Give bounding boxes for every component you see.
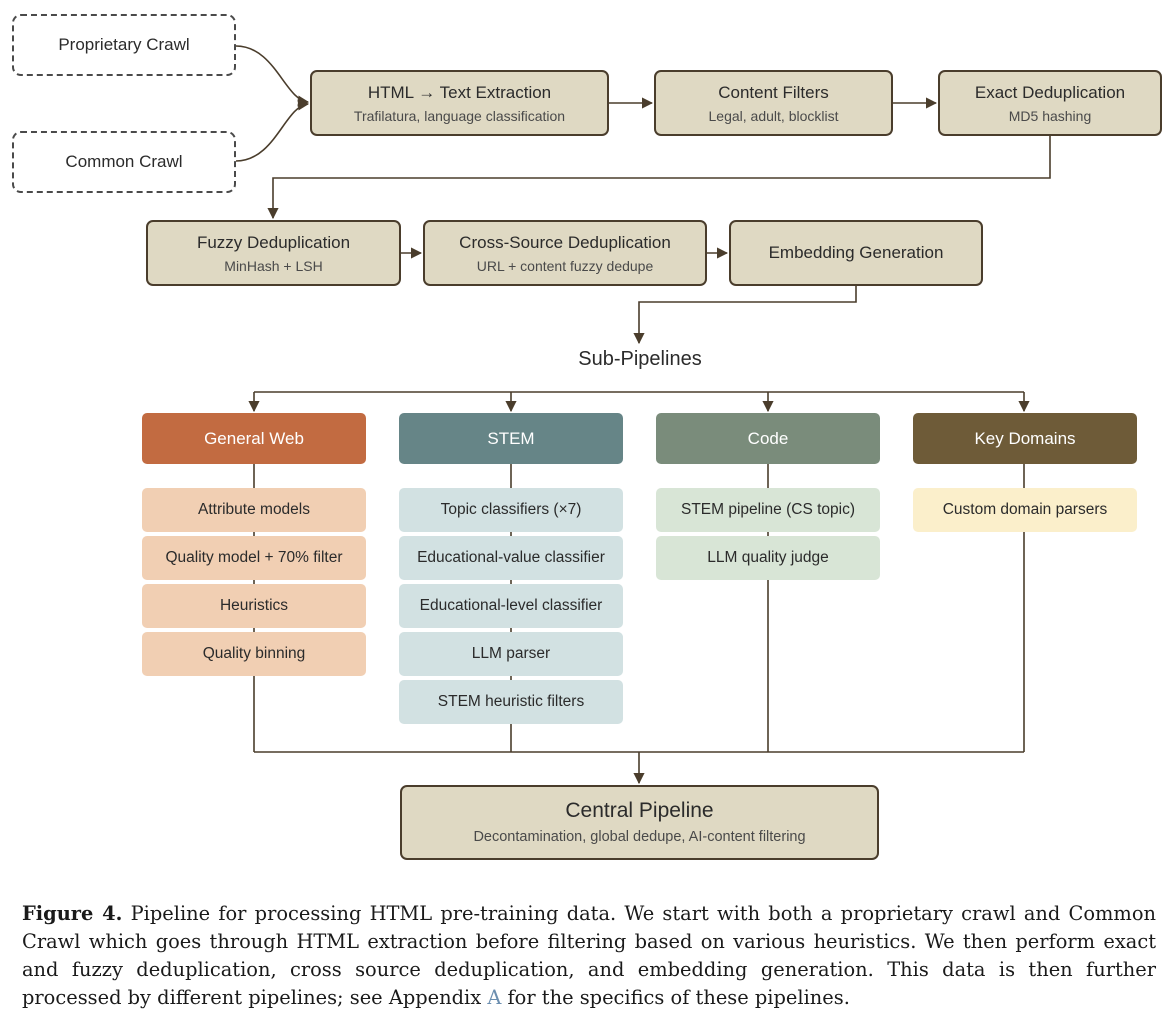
stem-item: STEM heuristic filters xyxy=(399,680,623,724)
stage-subtitle: MinHash + LSH xyxy=(224,257,323,274)
sub-pipelines-label: Sub-Pipelines xyxy=(578,348,702,370)
connector-common-to-extraction xyxy=(235,99,310,162)
code-item: STEM pipeline (CS topic) xyxy=(656,488,880,532)
general-web-item: Quality binning xyxy=(142,632,366,676)
general-web-item: Attribute models xyxy=(142,488,366,532)
stage-title: Cross-Source Deduplication xyxy=(459,232,671,252)
central-title: Central Pipeline xyxy=(565,798,714,822)
central-pipeline: Central Pipeline Decontamination, global… xyxy=(400,785,879,860)
source-proprietary-crawl: Proprietary Crawl xyxy=(12,14,236,76)
stage-title: HTML → Text Extraction xyxy=(367,82,552,102)
stage-title: Fuzzy Deduplication xyxy=(196,232,351,252)
stage-cross-source-deduplication: Cross-Source Deduplication URL + content… xyxy=(423,220,707,286)
figure-caption: Figure 4. Pipeline for processing HTML p… xyxy=(22,900,1156,1012)
caption-text: Pipeline for processing HTML pre-trainin… xyxy=(22,902,1156,1009)
general-web-item: Heuristics xyxy=(142,584,366,628)
code-item: LLM quality judge xyxy=(656,536,880,580)
stage-exact-deduplication: Exact Deduplication MD5 hashing xyxy=(938,70,1162,136)
stem-item: Educational-level classifier xyxy=(399,584,623,628)
header-key-domains: Key Domains xyxy=(913,413,1137,464)
key-domains-item: Custom domain parsers xyxy=(913,488,1137,532)
stage-fuzzy-deduplication: Fuzzy Deduplication MinHash + LSH xyxy=(146,220,401,286)
stage-subtitle: Legal, adult, blocklist xyxy=(708,107,839,124)
source-label: Proprietary Crawl xyxy=(58,35,190,54)
caption-text-end: for the specifics of these pipelines. xyxy=(501,986,850,1009)
stage-subtitle: MD5 hashing xyxy=(1008,107,1092,124)
stage-title: Content Filters xyxy=(718,82,829,102)
stage-subtitle: Trafilatura, language classification xyxy=(353,107,566,124)
header-code: Code xyxy=(656,413,880,464)
header-stem: STEM xyxy=(399,413,623,464)
pipeline-diagram: Proprietary Crawl Common Crawl HTML → Te… xyxy=(12,14,1162,860)
stem-item: Topic classifiers (×7) xyxy=(399,488,623,532)
connector-proprietary-to-extraction xyxy=(235,45,310,107)
central-subtitle: Decontamination, global dedupe, AI-conte… xyxy=(473,828,806,845)
stem-item: Educational-value classifier xyxy=(399,536,623,580)
connector-embedding-to-subpipelines xyxy=(633,286,857,345)
header-general-web: General Web xyxy=(142,413,366,464)
stem-item: LLM parser xyxy=(399,632,623,676)
stage-embedding-generation: Embedding Generation xyxy=(729,220,983,286)
stage-subtitle: URL + content fuzzy dedupe xyxy=(476,257,654,274)
source-label: Common Crawl xyxy=(65,152,183,171)
appendix-link[interactable]: A xyxy=(487,986,502,1009)
stage-content-filters: Content Filters Legal, adult, blocklist xyxy=(654,70,893,136)
stage-html-text-extraction: HTML → Text Extraction Trafilatura, lang… xyxy=(310,70,609,136)
general-web-item: Quality model + 70% filter xyxy=(142,536,366,580)
connector-exact-to-fuzzy xyxy=(267,136,1051,220)
stage-title: Exact Deduplication xyxy=(974,82,1126,102)
caption-label: Figure 4. xyxy=(22,902,123,925)
stage-title: Embedding Generation xyxy=(768,243,944,262)
source-common-crawl: Common Crawl xyxy=(12,131,236,193)
